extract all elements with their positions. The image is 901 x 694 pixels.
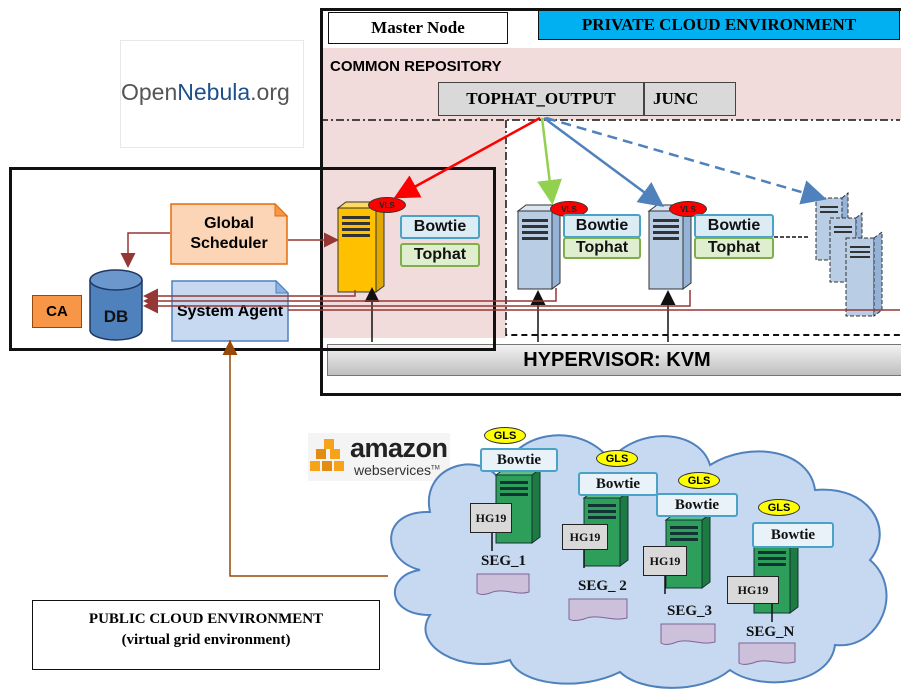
hypervisor-bar: HYPERVISOR: KVM bbox=[327, 344, 901, 376]
common-repository-label: COMMON REPOSITORY bbox=[330, 58, 502, 75]
opennebula-logo-nebula: Nebula bbox=[177, 79, 251, 105]
seg-document-1-icon bbox=[476, 573, 530, 595]
amazon-logo-sub: webservices bbox=[354, 462, 432, 478]
tophat-output-box: TOPHAT_OUTPUT bbox=[438, 82, 644, 116]
public-bowtie-3: Bowtie bbox=[656, 493, 738, 517]
vls-badge-master: VLS bbox=[368, 197, 406, 213]
seg-label-n: SEG_N bbox=[746, 624, 795, 640]
future-vm-stack-icon bbox=[815, 191, 883, 317]
bowtie-box-vm2: Bowtie bbox=[563, 214, 641, 238]
amazon-logo-name: amazon bbox=[350, 433, 448, 463]
amazon-cubes-icon bbox=[310, 439, 344, 471]
hg19-box-1: HG19 bbox=[470, 503, 512, 533]
amazon-logo-tm: TM bbox=[431, 465, 440, 472]
global-scheduler-label: Global Scheduler bbox=[190, 215, 268, 252]
seg-document-n-icon bbox=[738, 642, 796, 665]
public-cloud-label-box: PUBLIC CLOUD ENVIRONMENT (virtual grid e… bbox=[32, 600, 380, 670]
public-cloud-shape bbox=[390, 434, 888, 689]
ca-box: CA bbox=[32, 295, 82, 328]
gls-badge-3: GLS bbox=[678, 472, 720, 489]
public-bowtie-1: Bowtie bbox=[480, 448, 558, 472]
seg-document-3-icon bbox=[660, 623, 716, 645]
public-bowtie-2: Bowtie bbox=[578, 472, 658, 496]
hg-link-2 bbox=[583, 550, 585, 568]
private-cloud-title: PRIVATE CLOUD ENVIRONMENT bbox=[538, 10, 900, 40]
hg19-box-4: HG19 bbox=[727, 576, 779, 604]
vm2-server-icon bbox=[516, 204, 562, 290]
seg-label-1: SEG_1 bbox=[481, 553, 527, 569]
hg-link-4 bbox=[771, 604, 773, 622]
bowtie-box-master: Bowtie bbox=[400, 215, 480, 239]
private-cloud-inner-frame bbox=[320, 8, 901, 336]
opennebula-logo-org: .org bbox=[250, 79, 290, 105]
global-scheduler-shape bbox=[170, 203, 288, 265]
master-node-label: Master Node bbox=[328, 12, 508, 44]
hg19-box-3: HG19 bbox=[643, 546, 687, 576]
gls-badge-1: GLS bbox=[484, 427, 526, 444]
amazon-webservices-logo: amazon webservicesTM bbox=[308, 433, 450, 481]
vls-badge-vm3: VLS bbox=[669, 201, 707, 217]
junc-box: JUNC bbox=[644, 82, 736, 116]
opennebula-logo-open: Open bbox=[121, 79, 178, 105]
db-label: DB bbox=[103, 307, 129, 326]
gls-badge-4: GLS bbox=[758, 499, 800, 516]
hg19-box-2: HG19 bbox=[562, 524, 608, 550]
hg-link-1 bbox=[491, 533, 493, 551]
tophat-box-vm2: Tophat bbox=[563, 237, 641, 259]
bowtie-box-vm3: Bowtie bbox=[694, 214, 774, 238]
public-cloud-title: PUBLIC CLOUD ENVIRONMENT bbox=[88, 611, 324, 627]
system-agent-label: System Agent bbox=[176, 302, 284, 320]
tophat-box-master: Tophat bbox=[400, 243, 480, 267]
public-bowtie-4: Bowtie bbox=[752, 522, 834, 548]
opennebula-logo: OpenNebula.org bbox=[120, 40, 304, 148]
db-cylinder-icon bbox=[89, 269, 143, 341]
seg-label-3: SEG_3 bbox=[667, 603, 713, 619]
tophat-box-vm3: Tophat bbox=[694, 237, 774, 259]
public-cloud-subtitle: (virtual grid environment) bbox=[121, 632, 291, 648]
seg-label-2: SEG_ 2 bbox=[578, 578, 627, 594]
seg-document-2-icon bbox=[568, 598, 628, 621]
master-vm-server-icon bbox=[336, 201, 386, 293]
hg-link-3 bbox=[664, 576, 666, 594]
gls-badge-2: GLS bbox=[596, 450, 638, 467]
